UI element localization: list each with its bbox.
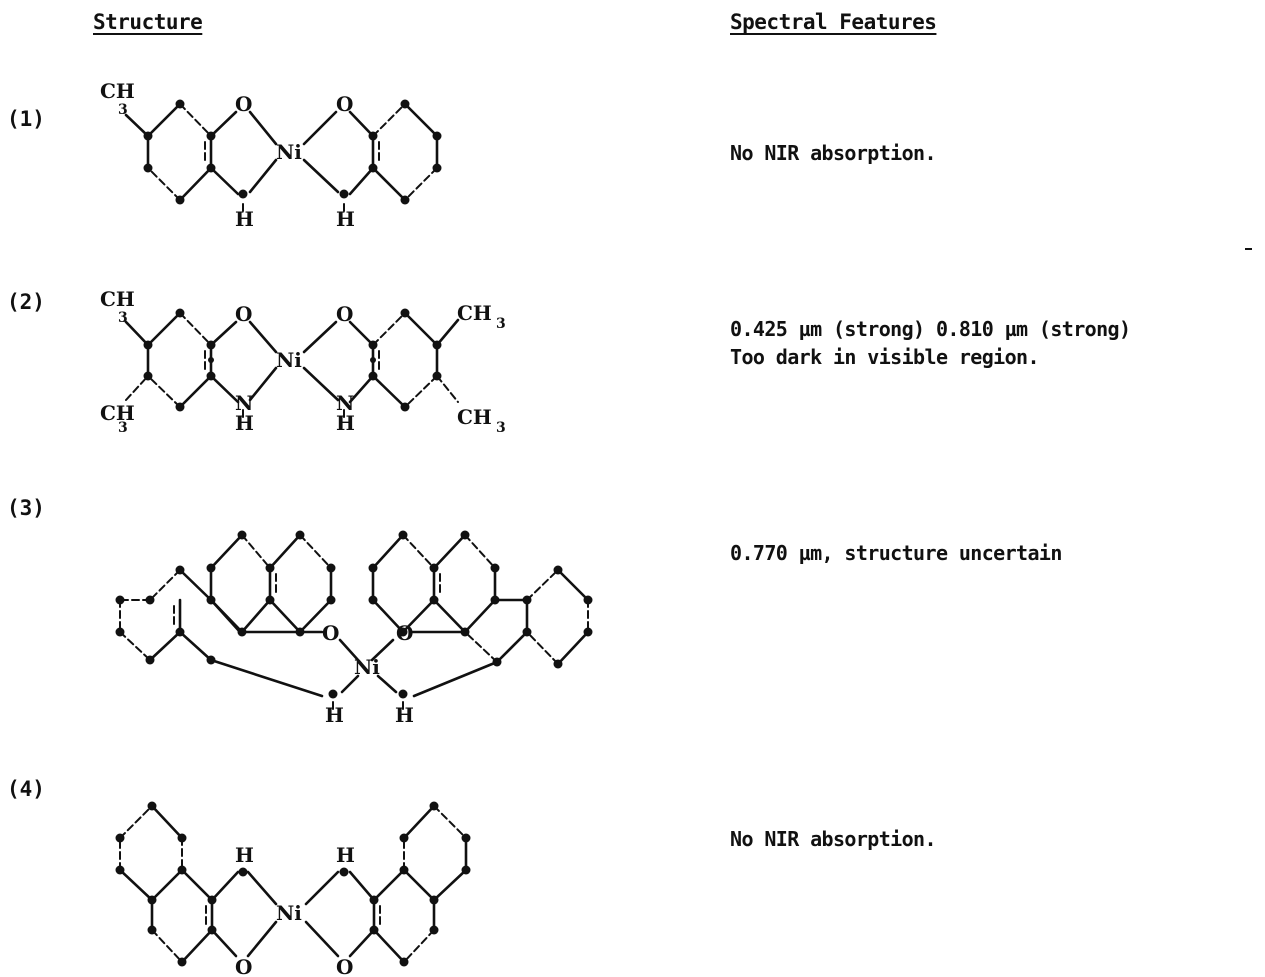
s4-hydrogen-left: H [235, 843, 254, 867]
s4-oxygen-right: O [336, 955, 353, 977]
s3-oxygen-right: O [396, 621, 413, 645]
s2-nitrogen-right: N [336, 391, 354, 415]
s2-nitrogen-left: N [235, 391, 253, 415]
row-1-spectral-text: No NIR absorption. [730, 141, 937, 165]
structure-column-header: Structure [93, 10, 203, 34]
row-2-spectral-line-2: Too dark in visible region. [730, 345, 1040, 369]
row-3-number: (3) [7, 496, 45, 520]
row-4-spectral-text: No NIR absorption. [730, 827, 937, 851]
s2-methyl-bottom-left-sub: 3 [118, 420, 128, 436]
s3-oxygen-left: O [322, 621, 339, 645]
s3-hydrogen-right: H [395, 703, 414, 727]
s4-hydrogen-right: H [336, 843, 355, 867]
s2-methyl-top-left-sub: 3 [118, 310, 128, 326]
s3-hydrogen-left: H [325, 703, 344, 727]
row-2-spectral-line-1: 0.425 µm (strong) 0.810 µm (strong) [730, 317, 1131, 341]
s2-nickel: Ni [276, 348, 302, 372]
s1-nickel: Ni [276, 140, 302, 164]
s2-oxygen-left: O [235, 302, 252, 326]
structure-4-diagram: H H Ni O O [115, 801, 471, 977]
s2-hydrogen-right: H [336, 411, 355, 435]
s1-methyl-sub: 3 [118, 102, 128, 118]
s1-oxygen-right: O [336, 92, 353, 116]
row-1-number: (1) [7, 107, 45, 131]
s4-oxygen-left: O [235, 955, 252, 977]
structure-1-diagram: O O Ni H H CH 3 [100, 79, 442, 231]
spectral-features-column-header: Spectral Features [730, 10, 937, 34]
row-4-number: (4) [7, 777, 45, 801]
s2-methyl-bottom-right: CH [457, 405, 492, 429]
stray-mark [1245, 248, 1252, 250]
s2-methyl-top-right-sub: 3 [496, 316, 506, 332]
structure-3-diagram: O O Ni H H [115, 530, 593, 727]
s1-methyl: CH [100, 79, 135, 103]
s1-oxygen-left: O [235, 92, 252, 116]
s1-hydrogen-right: H [336, 207, 355, 231]
row-3-spectral-text: 0.770 µm, structure uncertain [730, 541, 1062, 565]
s3-nickel: Ni [354, 655, 380, 679]
s1-hydrogen-left: H [235, 207, 254, 231]
s4-nickel: Ni [276, 901, 302, 925]
s2-hydrogen-left: H [235, 411, 254, 435]
s2-methyl-top-right: CH [457, 301, 492, 325]
s2-methyl-top-left: CH [100, 287, 135, 311]
s2-oxygen-right: O [336, 302, 353, 326]
row-2-number: (2) [7, 290, 45, 314]
s2-methyl-bottom-left: CH [100, 401, 135, 425]
structure-2-diagram: O O Ni N N H H CH 3 CH 3 CH 3 CH 3 [100, 287, 506, 436]
s2-methyl-bottom-right-sub: 3 [496, 420, 506, 436]
